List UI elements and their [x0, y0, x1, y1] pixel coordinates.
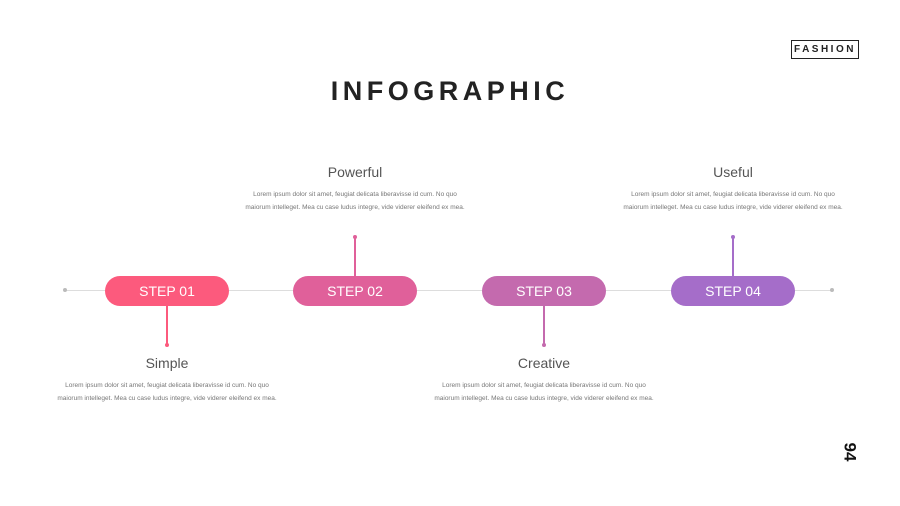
connector-dot [353, 235, 357, 239]
step-heading: Simple [145, 355, 189, 371]
connector-dot [731, 235, 735, 239]
page-title: INFOGRAPHIC [330, 76, 570, 106]
step-heading: Powerful [327, 164, 383, 180]
step-connector [543, 306, 545, 344]
timeline-line [65, 290, 832, 291]
step-heading: Creative [517, 355, 571, 371]
step-heading: Useful [713, 164, 753, 180]
step-pill[interactable]: STEP 03 [482, 276, 606, 306]
step-connector [354, 238, 356, 276]
step-pill[interactable]: STEP 02 [293, 276, 417, 306]
page-number: 94 [840, 442, 860, 462]
step-pill[interactable]: STEP 04 [671, 276, 795, 306]
step-description: Lorem ipsum dolor sit amet, feugiat deli… [245, 191, 465, 211]
step-description: Lorem ipsum dolor sit amet, feugiat deli… [623, 191, 843, 211]
connector-dot [165, 343, 169, 347]
connector-dot [542, 343, 546, 347]
timeline-start-dot [63, 288, 67, 292]
step-description: Lorem ipsum dolor sit amet, feugiat deli… [434, 382, 654, 402]
step-connector [166, 306, 168, 344]
step-connector [732, 238, 734, 276]
fashion-badge: FASHION [791, 40, 859, 59]
step-pill[interactable]: STEP 01 [105, 276, 229, 306]
timeline-end-dot [830, 288, 834, 292]
step-description: Lorem ipsum dolor sit amet, feugiat deli… [57, 382, 277, 402]
